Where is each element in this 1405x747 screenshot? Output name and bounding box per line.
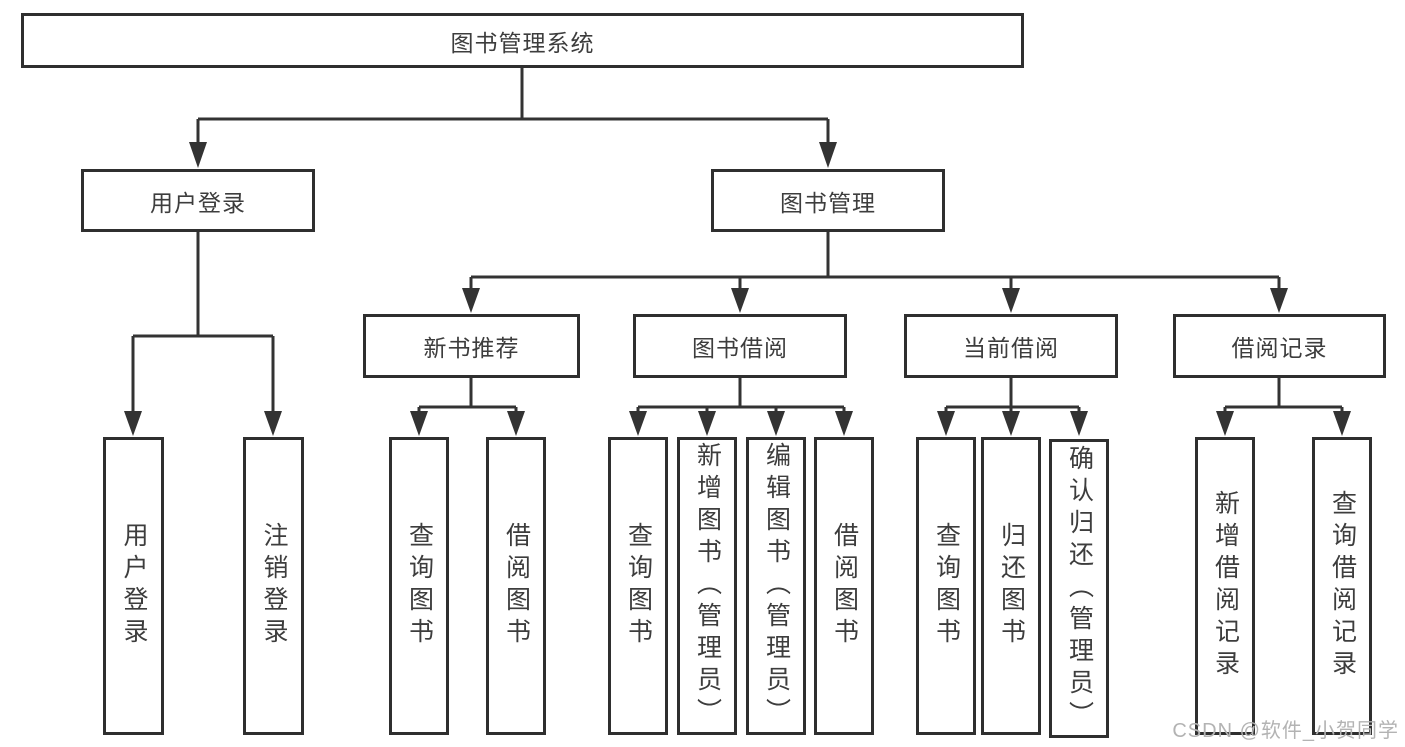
connector-currentborrow-to-leaves [944, 377, 1081, 418]
leaf-borrow-borrow-books-label: 借阅图书 [830, 522, 859, 650]
connector-bookborrow-to-leaves [636, 377, 846, 418]
node-root: 图书管理系统 [21, 13, 1024, 68]
node-current-borrow: 当前借阅 [904, 314, 1118, 378]
node-book-borrow: 图书借阅 [633, 314, 847, 378]
leaf-borrow-add-books-admin: 新增图书（管理员） [677, 437, 737, 735]
leaf-borrow-borrow-books: 借阅图书 [814, 437, 874, 735]
leaf-newbook-borrow-books: 借阅图书 [486, 437, 546, 735]
leaf-current-return-books-label: 归还图书 [997, 522, 1026, 650]
leaf-current-confirm-return-admin-label: 确认归还（管理员） [1065, 444, 1094, 733]
node-user-login-label: 用户登录 [150, 189, 246, 216]
leaf-borrow-edit-books-admin: 编辑图书（管理员） [746, 437, 806, 735]
node-borrow-records-label: 借阅记录 [1231, 335, 1328, 361]
leaf-user-login-label: 用户登录 [120, 522, 148, 650]
leaf-records-query-record-label: 查询借阅记录 [1328, 490, 1357, 682]
connector-newbook-to-leaves [417, 377, 518, 418]
node-user-login: 用户登录 [81, 169, 315, 232]
connector-userlogin-to-leaves [131, 231, 275, 418]
connector-bookmgmt-to-level3 [469, 231, 1281, 295]
leaf-current-return-books: 归还图书 [981, 437, 1041, 735]
leaf-borrow-query-books: 查询图书 [608, 437, 668, 735]
node-borrow-records: 借阅记录 [1173, 314, 1386, 378]
node-new-book-recommend: 新书推荐 [363, 314, 580, 378]
leaf-borrow-edit-books-admin-label: 编辑图书（管理员） [762, 442, 791, 730]
leaf-records-add-record: 新增借阅记录 [1195, 437, 1255, 735]
node-book-management-label: 图书管理 [780, 189, 876, 216]
leaf-user-login: 用户登录 [103, 437, 164, 735]
node-new-book-recommend-label: 新书推荐 [423, 335, 520, 361]
node-book-management: 图书管理 [711, 169, 945, 232]
leaf-current-confirm-return-admin: 确认归还（管理员） [1049, 439, 1109, 738]
node-book-borrow-label: 图书借阅 [692, 335, 788, 361]
leaf-newbook-borrow-books-label: 借阅图书 [502, 522, 531, 650]
connector-root-to-level2 [196, 66, 830, 150]
leaf-current-query-books: 查询图书 [916, 437, 976, 735]
leaf-newbook-query-books: 查询图书 [389, 437, 449, 735]
leaf-logout-label: 注销登录 [260, 522, 288, 650]
leaf-current-query-books-label: 查询图书 [932, 522, 961, 650]
node-current-borrow-label: 当前借阅 [963, 335, 1059, 361]
connector-borrowrecords-to-leaves [1223, 377, 1344, 418]
leaf-records-add-record-label: 新增借阅记录 [1211, 490, 1240, 682]
leaf-logout: 注销登录 [243, 437, 304, 735]
leaf-borrow-query-books-label: 查询图书 [624, 522, 653, 650]
leaf-borrow-add-books-admin-label: 新增图书（管理员） [693, 442, 722, 730]
leaf-newbook-query-books-label: 查询图书 [405, 522, 434, 650]
csdn-watermark: CSDN @软件_小贺同学 [1172, 720, 1399, 742]
leaf-records-query-record: 查询借阅记录 [1312, 437, 1372, 735]
node-root-label: 图书管理系统 [450, 29, 595, 56]
